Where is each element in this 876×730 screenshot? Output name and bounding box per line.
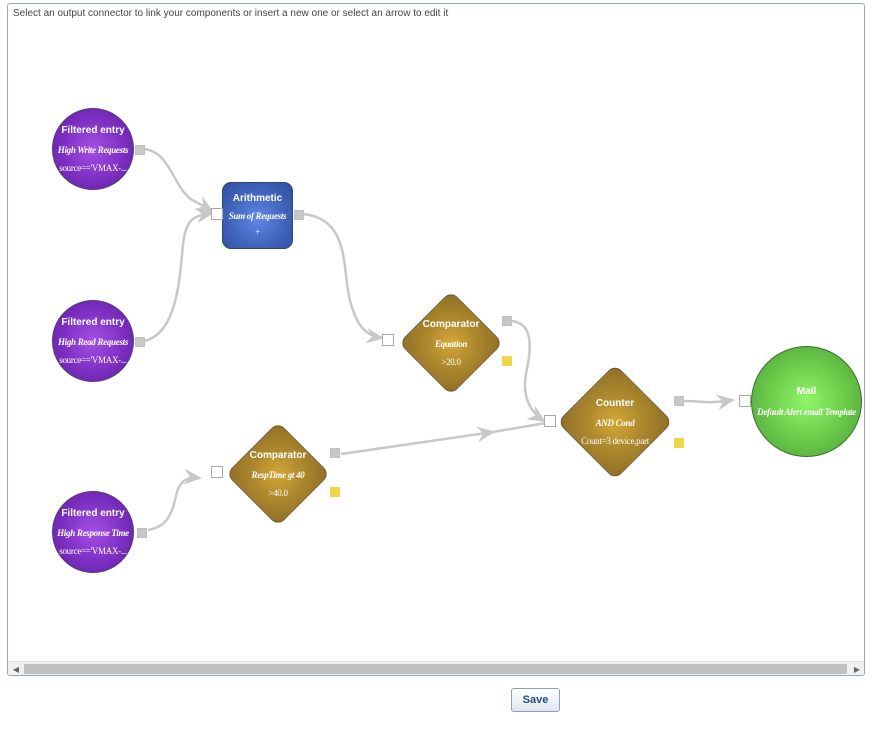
- wire-filter1-arithmetic[interactable]: [143, 147, 214, 213]
- filter-node-high-write[interactable]: Filtered entry High Write Requests sourc…: [52, 108, 134, 190]
- node-content: Counter AND Cond Count=3 device,part: [574, 381, 656, 463]
- input-connector[interactable]: [211, 466, 223, 478]
- node-content: Comparator Equation >20.0: [414, 306, 488, 380]
- alt-output-connector[interactable]: [674, 438, 684, 448]
- wire-arithmetic-comparator1[interactable]: [302, 212, 384, 344]
- filter-node-high-response[interactable]: Filtered entry High Response Time source…: [52, 491, 134, 573]
- arrow-left-icon[interactable]: ◀: [12, 664, 20, 674]
- node-subtitle: AND Cond: [595, 417, 635, 428]
- output-connector[interactable]: [502, 316, 512, 326]
- alt-output-connector[interactable]: [330, 487, 340, 497]
- node-title: Comparator: [422, 318, 480, 330]
- output-connector[interactable]: [294, 210, 304, 220]
- wire-comparator2-counter[interactable]: [340, 426, 495, 456]
- wire-comparator1-counter[interactable]: [511, 319, 546, 423]
- node-subtitle: High Write Requests: [57, 144, 129, 155]
- node-subtitle: Equation: [434, 338, 468, 349]
- node-subtitle: Sum of Requests: [228, 211, 287, 221]
- instruction-text: Select an output connector to link your …: [13, 8, 449, 19]
- mail-node[interactable]: Mail Default Alert email Template: [751, 346, 862, 457]
- node-subtitle: RespTime gt 40: [251, 469, 305, 480]
- node-title: Arithmetic: [232, 193, 283, 204]
- node-title: Filtered entry: [61, 316, 125, 328]
- node-title: Comparator: [249, 449, 307, 461]
- output-connector[interactable]: [137, 528, 147, 538]
- node-detail: +: [255, 227, 260, 237]
- node-title: Filtered entry: [61, 124, 125, 136]
- input-connector[interactable]: [739, 395, 751, 407]
- output-connector[interactable]: [135, 145, 145, 155]
- wire-comparator2-counter-tail: [492, 421, 547, 434]
- flow-canvas[interactable]: Select an output connector to link your …: [7, 3, 865, 676]
- horizontal-scrollbar[interactable]: ◀ ▶: [8, 661, 864, 675]
- save-button[interactable]: Save: [511, 688, 560, 712]
- comparator-node-resptime[interactable]: Comparator RespTime gt 40 >40.0: [225, 421, 331, 527]
- alt-output-connector[interactable]: [502, 356, 512, 366]
- node-detail: Count=3 device,part: [581, 435, 649, 446]
- output-connector[interactable]: [135, 337, 145, 347]
- input-connector[interactable]: [544, 415, 556, 427]
- node-detail: >40.0: [268, 487, 288, 498]
- filter-node-high-read[interactable]: Filtered entry High Read Requests source…: [52, 300, 134, 382]
- scrollbar-thumb[interactable]: [24, 664, 847, 674]
- arithmetic-node[interactable]: Arithmetic Sum of Requests +: [222, 182, 293, 249]
- output-connector[interactable]: [674, 396, 684, 406]
- input-connector[interactable]: [211, 208, 223, 220]
- node-title: Counter: [595, 397, 635, 409]
- input-connector[interactable]: [382, 334, 394, 346]
- wire-counter-mail[interactable]: [683, 394, 735, 411]
- node-subtitle: Default Alert email Template: [757, 406, 856, 417]
- node-detail: source=='VMAX-...: [59, 162, 127, 173]
- arrow-right-icon[interactable]: ▶: [853, 664, 861, 674]
- node-subtitle: High Read Requests: [57, 336, 129, 347]
- node-title: Mail: [796, 385, 817, 397]
- node-detail: >20.0: [441, 356, 461, 367]
- wire-filter2-arithmetic[interactable]: [143, 207, 214, 343]
- output-connector[interactable]: [330, 448, 340, 458]
- counter-node[interactable]: Counter AND Cond Count=3 device,part: [557, 364, 673, 480]
- node-title: Filtered entry: [61, 507, 125, 519]
- wire-filter3-comparator2[interactable]: [147, 468, 202, 532]
- node-detail: source=='VMAX-...: [59, 545, 127, 556]
- node-subtitle: High Response Time: [57, 527, 129, 538]
- node-content: Comparator RespTime gt 40 >40.0: [241, 437, 315, 511]
- comparator-node-equation[interactable]: Comparator Equation >20.0: [398, 290, 504, 396]
- connections-layer: [143, 147, 735, 532]
- node-detail: source=='VMAX-...: [59, 354, 127, 365]
